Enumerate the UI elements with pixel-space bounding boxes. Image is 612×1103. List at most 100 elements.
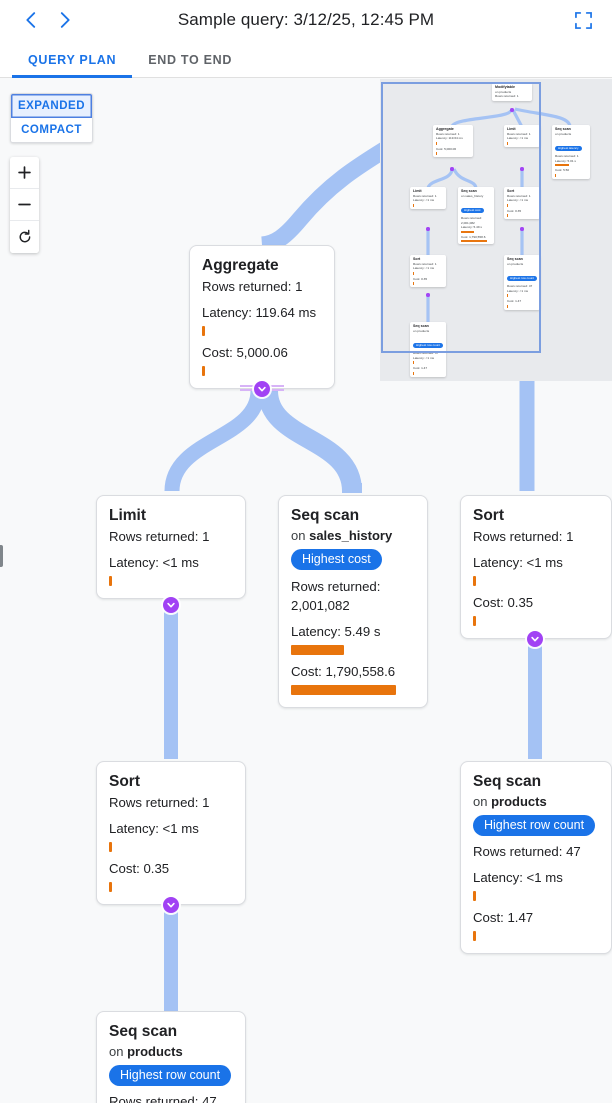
node-title: Sort: [109, 773, 140, 790]
node-latency: Latency: 119.64 ms: [202, 305, 317, 320]
expanded-mode-button[interactable]: EXPANDED: [11, 94, 92, 118]
chevron-down-icon: [167, 602, 175, 608]
zoom-out-button[interactable]: [10, 189, 39, 221]
node-rows: Rows returned: 47: [473, 844, 581, 859]
node-latency: Latency: <1 ms: [109, 821, 199, 836]
plan-canvas[interactable]: Modifytable on products Rows returned: L…: [0, 79, 612, 1103]
back-button[interactable]: [14, 3, 48, 37]
minimap-node: Sort Rows returned: 1 Latency: <1 ms Cos…: [410, 255, 446, 288]
node-cost: Cost: 0.35: [109, 861, 170, 876]
collapse-toggle-sort-left[interactable]: [163, 897, 179, 913]
status-badge-highest-cost: Highest cost: [291, 549, 382, 570]
minimap-viewport-rect[interactable]: [381, 82, 541, 353]
node-relation: on products: [473, 792, 599, 811]
plan-node-seq-scan-products-bottom[interactable]: Seq scan on products Highest row count R…: [96, 1011, 246, 1103]
node-rows: Rows returned: 1: [473, 529, 574, 544]
collapse-toggle-aggregate[interactable]: [254, 381, 270, 397]
node-title: Seq scan: [291, 507, 360, 524]
panel-resize-handle[interactable]: [0, 545, 3, 567]
collapse-toggle-limit[interactable]: [163, 597, 179, 613]
minimap-node: Seq scan on products Highest row count R…: [410, 322, 446, 377]
fullscreen-button[interactable]: [568, 5, 598, 35]
relation-name: sales_history: [309, 528, 393, 543]
fullscreen-icon: [574, 11, 592, 29]
node-rows-label: Rows returned:: [291, 579, 381, 594]
cost-bar: [473, 931, 476, 941]
minimap-node: Limit Rows returned: 1 Latency: <1 ms: [410, 187, 446, 209]
node-latency: Latency: <1 ms: [473, 555, 563, 570]
latency-bar: [109, 576, 112, 586]
status-badge-highest-row-count: Highest row count: [109, 1065, 232, 1086]
reset-zoom-button[interactable]: [10, 221, 39, 253]
view-mode-toggle: EXPANDED COMPACT: [10, 93, 93, 143]
node-rows: Rows returned: 1: [109, 529, 210, 544]
minimap-collapse-dot: [510, 108, 514, 112]
relation-name: products: [491, 794, 547, 809]
node-title: Seq scan: [473, 773, 542, 790]
cost-bar: [202, 366, 205, 376]
node-cost: Cost: 0.35: [473, 595, 534, 610]
node-latency: Latency: <1 ms: [109, 555, 199, 570]
latency-bar: [109, 842, 112, 852]
minus-icon: [18, 203, 31, 206]
minimap-collapse-dot: [426, 227, 430, 231]
chevron-left-icon: [26, 12, 36, 28]
minimap-node: Limit Rows returned: 1 Latency: <1 ms: [504, 125, 540, 147]
on-prefix: on: [473, 794, 488, 809]
plan-node-seq-scan-products-right[interactable]: Seq scan on products Highest row count R…: [460, 761, 612, 954]
node-title: Seq scan: [109, 1023, 178, 1040]
on-prefix: on: [109, 1044, 124, 1059]
latency-bar: [202, 326, 205, 336]
plan-node-limit[interactable]: Limit Rows returned: 1 Latency: <1 ms: [96, 495, 246, 599]
minimap-node: Aggregate Rows returned: 1 Latency: 119.…: [433, 125, 473, 158]
chevron-right-icon: [60, 12, 70, 28]
node-rows: Rows returned: 47: [109, 1094, 217, 1103]
minimap-node: Modifytable on products Rows returned: 1: [492, 83, 532, 101]
chevron-down-icon: [167, 902, 175, 908]
tab-query-plan[interactable]: QUERY PLAN: [12, 53, 133, 78]
plan-node-sort-right[interactable]: Sort Rows returned: 1 Latency: <1 ms Cos…: [460, 495, 612, 639]
node-latency: Latency: <1 ms: [473, 870, 563, 885]
minimap-node: Sort Rows returned: 1 Latency: <1 ms Cos…: [504, 187, 540, 220]
node-rows: Rows returned: 1: [202, 279, 303, 294]
node-title: Aggregate: [202, 257, 279, 274]
minimap-collapse-dot: [520, 227, 524, 231]
collapse-toggle-sort-right[interactable]: [527, 631, 543, 647]
chevron-down-icon: [258, 386, 266, 392]
node-title: Limit: [109, 507, 147, 524]
page-title: Sample query: 3/12/25, 12:45 PM: [177, 10, 435, 29]
plan-node-aggregate[interactable]: Aggregate Rows returned: 1 Latency: 119.…: [189, 245, 335, 389]
minimap-edge-layer: [426, 107, 572, 323]
latency-bar: [291, 645, 344, 655]
plan-node-seq-scan-sales-history[interactable]: Seq scan on sales_history Highest cost R…: [278, 495, 428, 708]
tab-end-to-end[interactable]: END TO END: [148, 53, 233, 67]
cost-bar: [473, 616, 476, 626]
minimap-node: Seq scan on products Highest row count R…: [504, 255, 540, 310]
node-rows-value: 2,001,082: [291, 598, 350, 613]
node-cost: Cost: 1,790,558.6: [291, 664, 396, 679]
reset-icon: [19, 229, 30, 243]
node-title: Sort: [473, 507, 504, 524]
node-rows: Rows returned: 1: [109, 795, 210, 810]
plus-icon: [18, 166, 31, 179]
compact-mode-button[interactable]: COMPACT: [11, 118, 92, 142]
node-cost: Cost: 1.47: [473, 910, 534, 925]
node-relation: on sales_history: [291, 526, 415, 545]
minimap-node: Seq scan on products Highest latency Row…: [552, 125, 590, 179]
minimap-collapse-dot: [520, 167, 524, 171]
minimap-panel[interactable]: Modifytable on products Rows returned: 1…: [380, 79, 612, 381]
cost-bar: [109, 882, 112, 892]
latency-bar: [473, 891, 476, 901]
on-prefix: on: [291, 528, 306, 543]
zoom-controls: [10, 157, 39, 253]
zoom-in-button[interactable]: [10, 157, 39, 189]
node-latency: Latency: 5.49 s: [291, 624, 381, 639]
app-header: Sample query: 3/12/25, 12:45 PM: [0, 0, 612, 40]
chevron-down-icon: [531, 636, 539, 642]
minimap-collapse-dot: [426, 293, 430, 297]
plan-node-sort-left[interactable]: Sort Rows returned: 1 Latency: <1 ms Cos…: [96, 761, 246, 905]
forward-button[interactable]: [48, 3, 82, 37]
cost-bar: [291, 685, 396, 695]
latency-bar: [473, 576, 476, 586]
